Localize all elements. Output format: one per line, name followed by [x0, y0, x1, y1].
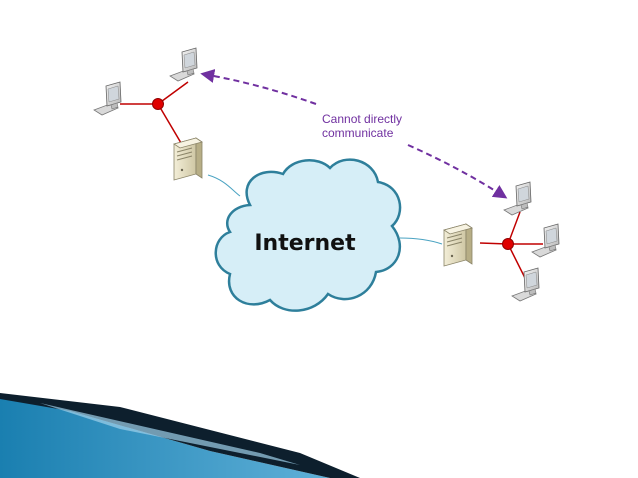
- dashed-arrow-lower: [407, 144, 508, 199]
- left-lan-links: [120, 81, 189, 149]
- desktop-computer-icon: [503, 181, 532, 216]
- server-tower-icon: [173, 137, 203, 181]
- desktop-computer-icon: [169, 47, 198, 82]
- internet-label: Internet: [254, 231, 356, 256]
- dashed-arrow-upper: [200, 69, 317, 105]
- server-to-internet-link-left: [207, 174, 241, 197]
- cannot-communicate-note: Cannot directly communicate: [322, 112, 402, 140]
- hub-node-icon: [502, 238, 514, 250]
- hub-node-icon: [152, 98, 164, 110]
- desktop-computer-icon: [93, 81, 122, 116]
- internet-cloud-icon: [214, 158, 402, 312]
- server-to-internet-link-right: [399, 237, 443, 245]
- server-tower-icon: [443, 223, 473, 267]
- desktop-computer-icon: [531, 223, 560, 258]
- note-line-2: communicate: [322, 126, 394, 140]
- slide-footer-decoration: [0, 393, 360, 478]
- desktop-computer-icon: [511, 267, 540, 302]
- note-line-1: Cannot directly: [322, 112, 403, 126]
